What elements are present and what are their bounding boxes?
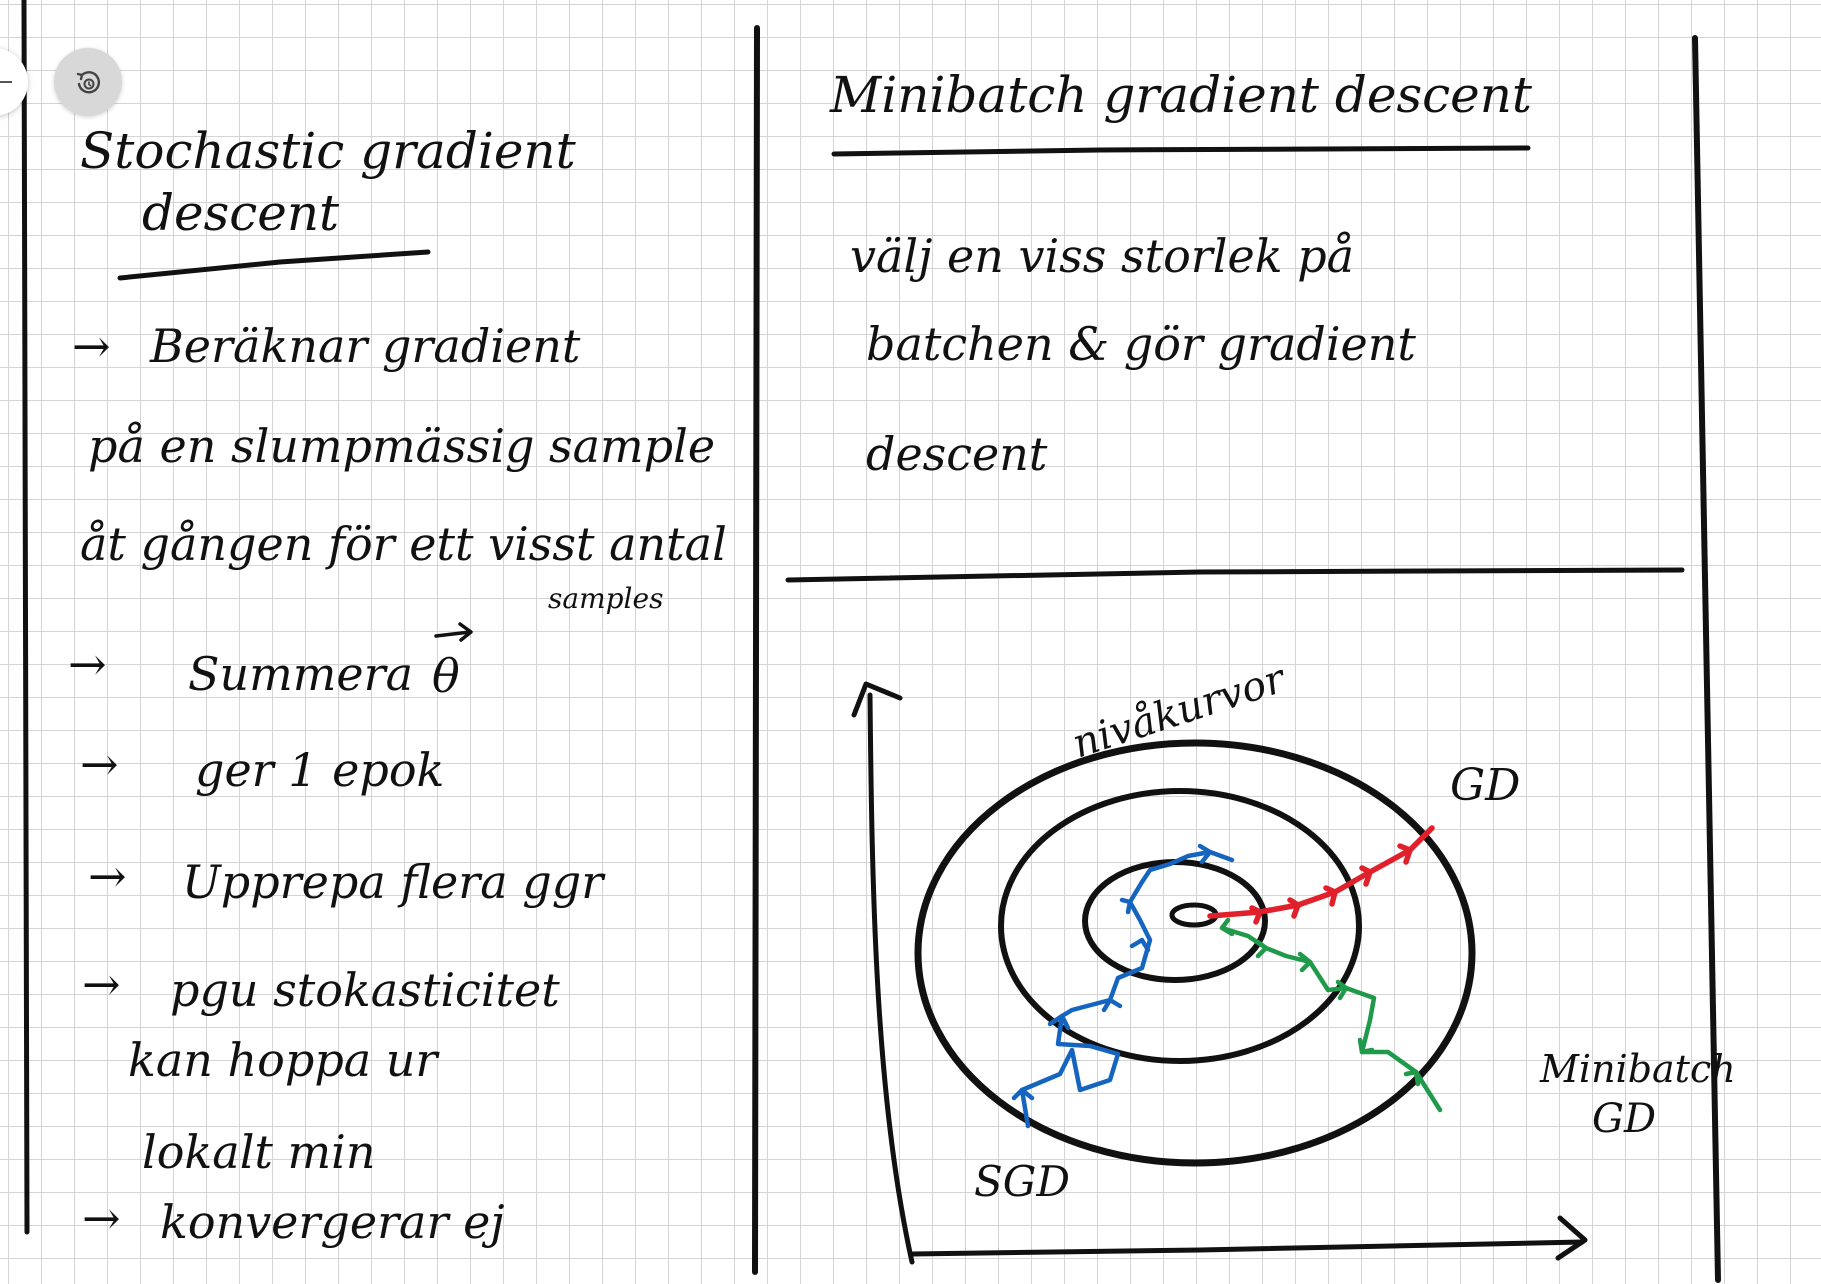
sgd-line-upprepa: Upprepa flera ggr [182,855,606,909]
arrow-glyph-5: → [82,957,121,1011]
minibatch-body-line3: descent [866,427,1048,481]
arrow-glyph-6: → [82,1191,121,1245]
sgd-title-line1: Stochastic gradient [80,122,577,180]
sgd-line-epok: ger 1 epok [195,743,444,797]
history-button[interactable] [54,48,122,116]
right-divider-line [1692,35,1721,1283]
minibatch-gd-arrowheads [1219,917,1421,1087]
arrow-glyph-2: → [68,637,107,691]
x-axis-arrowhead [1555,1215,1588,1261]
contour-outer [914,739,1476,1167]
minibatch-body-line2: batchen & gör gradient [866,317,1416,371]
arrow-glyph-3: → [80,737,119,791]
x-axis [909,1239,1585,1257]
arrow-glyph-4: → [88,849,127,903]
label-minibatch-gd-line2: GD [1592,1096,1656,1142]
sgd-path [1019,849,1235,1129]
label-sgd: SGD [974,1157,1070,1206]
arrow-glyph-1: → [72,319,111,373]
sgd-line-2: på en slumpmässig sample [88,419,715,473]
label-gd: GD [1450,760,1520,811]
minibatch-title-underline [831,145,1531,157]
center-divider-line [752,25,760,1275]
sgd-line-3b: samples [548,582,663,615]
contour-middle [998,788,1362,1064]
minus-icon [0,81,12,83]
sgd-line-summera: Summera [188,647,413,701]
theta-vector-arrow [434,622,473,642]
left-margin-line [21,0,30,1235]
sgd-line-konvergerar: konvergerar ej [160,1195,505,1249]
gd-arrowheads [1249,843,1413,925]
section-divider-line [785,567,1685,583]
minibatch-body-line1: välj en viss storlek på [850,229,1354,283]
sgd-line-lokalt-min: lokalt min [142,1125,375,1179]
minibatch-title: Minibatch gradient descent [829,66,1533,124]
sgd-line-pgu: pgu stokasticitet [170,963,560,1017]
label-minibatch-gd-line1: Minibatch [1539,1047,1736,1091]
history-icon [76,71,101,94]
sgd-line-3: åt gången för ett visst antal [80,517,727,571]
theta-symbol: θ [432,649,460,703]
sgd-title-line2: descent [142,184,340,242]
sgd-line-1: Beräknar gradient [149,319,581,373]
sgd-line-kan-hoppa: kan hoppa ur [128,1033,440,1087]
y-axis-arrowhead [851,681,903,718]
minibatch-gd-path [1219,925,1443,1113]
sgd-arrowheads [1011,843,1213,1101]
y-axis [867,692,915,1265]
sgd-title-underline [117,249,431,281]
